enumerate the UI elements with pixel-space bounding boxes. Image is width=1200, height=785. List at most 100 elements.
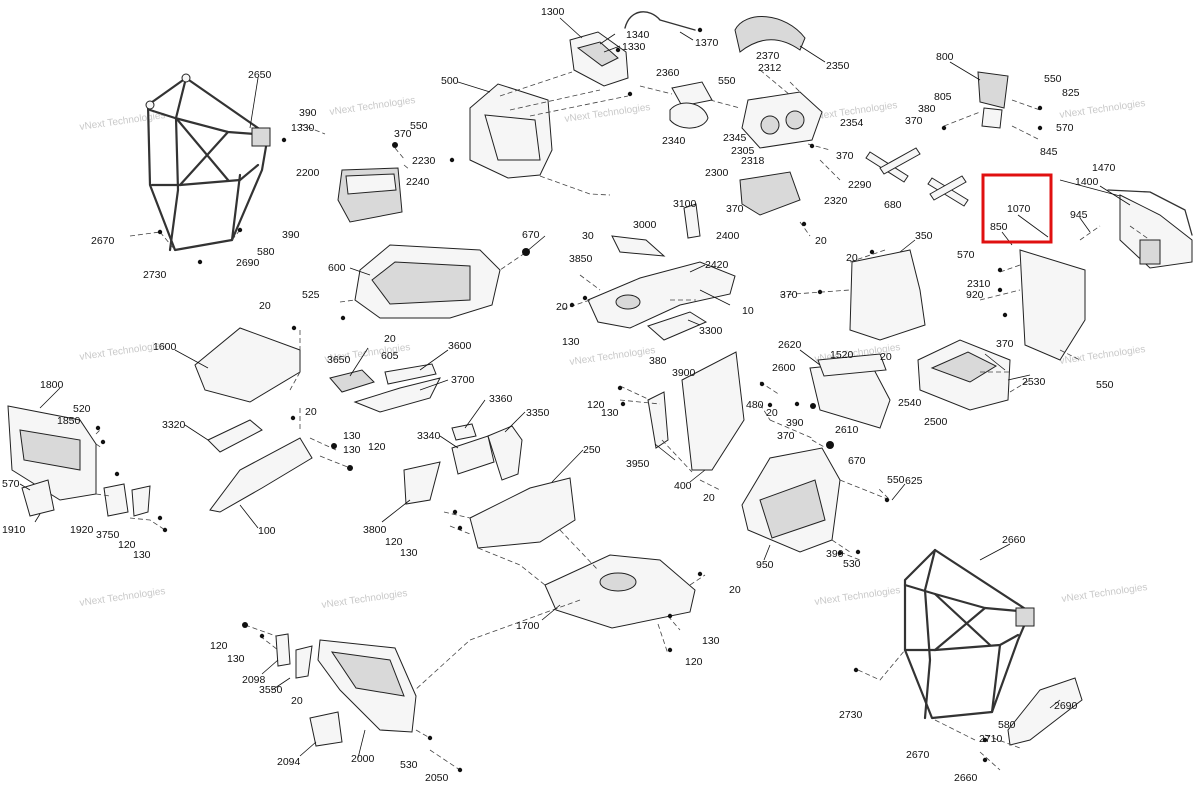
callout-3700[interactable]: 3700 [451,374,475,386]
callout-3000[interactable]: 3000 [633,219,657,231]
callout-2650[interactable]: 2650 [248,69,272,81]
callout-130[interactable]: 130 [400,547,418,559]
callout-3850[interactable]: 3850 [569,253,593,265]
callout-1600[interactable]: 1600 [153,341,177,353]
callout-2400[interactable]: 2400 [716,230,740,242]
callout-950[interactable]: 950 [756,559,774,571]
callout-570[interactable]: 570 [957,249,975,261]
callout-2000[interactable]: 2000 [351,753,375,765]
callout-3100[interactable]: 3100 [673,198,697,210]
callout-1330[interactable]: 1330 [622,41,646,53]
callout-3360[interactable]: 3360 [489,393,513,405]
callout-2600[interactable]: 2600 [772,362,796,374]
callout-3350[interactable]: 3350 [526,407,550,419]
callout-370[interactable]: 370 [780,289,798,301]
callout-20[interactable]: 20 [703,492,715,504]
callout-1920[interactable]: 1920 [70,524,94,536]
callout-1520[interactable]: 1520 [830,349,854,361]
callout-20[interactable]: 20 [305,406,317,418]
callout-550[interactable]: 550 [718,75,736,87]
callout-370[interactable]: 370 [777,430,795,442]
callout-120[interactable]: 120 [210,640,228,652]
callout-1400[interactable]: 1400 [1075,176,1099,188]
callout-2290[interactable]: 2290 [848,179,872,191]
callout-2610[interactable]: 2610 [835,424,859,436]
callout-130[interactable]: 130 [702,635,720,647]
callout-920[interactable]: 920 [966,289,984,301]
callout-120[interactable]: 120 [385,536,403,548]
callout-2660[interactable]: 2660 [1002,534,1026,546]
callout-2050[interactable]: 2050 [425,772,449,784]
callout-130[interactable]: 130 [133,549,151,561]
callout-550[interactable]: 550 [1096,379,1114,391]
callout-10[interactable]: 10 [742,305,754,317]
callout-370[interactable]: 370 [996,338,1014,350]
callout-570[interactable]: 570 [2,478,20,490]
callout-400[interactable]: 400 [674,480,692,492]
callout-2370[interactable]: 2370 [756,50,780,62]
callout-1800[interactable]: 1800 [40,379,64,391]
callout-2230[interactable]: 2230 [412,155,436,167]
callout-390[interactable]: 390 [282,229,300,241]
callout-3340[interactable]: 3340 [417,430,441,442]
callout-1700[interactable]: 1700 [516,620,540,632]
callout-550[interactable]: 550 [410,120,428,132]
callout-2340[interactable]: 2340 [662,135,686,147]
callout-350[interactable]: 350 [915,230,933,242]
callout-120[interactable]: 120 [587,399,605,411]
callout-390[interactable]: 390 [299,107,317,119]
callout-20[interactable]: 20 [815,235,827,247]
callout-2540[interactable]: 2540 [898,397,922,409]
callout-2620[interactable]: 2620 [778,339,802,351]
callout-625[interactable]: 625 [905,475,923,487]
callout-380[interactable]: 380 [918,103,936,115]
callout-390[interactable]: 390 [786,417,804,429]
callout-1070[interactable]: 1070 [1007,203,1031,215]
callout-550[interactable]: 550 [887,474,905,486]
callout-2345[interactable]: 2345 [723,132,747,144]
callout-2200[interactable]: 2200 [296,167,320,179]
callout-2354[interactable]: 2354 [840,117,864,129]
callout-100[interactable]: 100 [258,525,276,537]
callout-2710[interactable]: 2710 [979,733,1003,745]
callout-1340[interactable]: 1340 [626,29,650,41]
callout-2305[interactable]: 2305 [731,145,755,157]
callout-130[interactable]: 130 [601,407,619,419]
callout-2320[interactable]: 2320 [824,195,848,207]
callout-2670[interactable]: 2670 [906,749,930,761]
callout-2318[interactable]: 2318 [741,155,765,167]
callout-2660[interactable]: 2660 [954,772,978,784]
callout-2730[interactable]: 2730 [839,709,863,721]
callout-580[interactable]: 580 [998,719,1016,731]
callout-570[interactable]: 570 [1056,122,1074,134]
callout-2730[interactable]: 2730 [143,269,167,281]
callout-845[interactable]: 845 [1040,146,1058,158]
callout-380[interactable]: 380 [649,355,667,367]
callout-20[interactable]: 20 [846,252,858,264]
callout-3750[interactable]: 3750 [96,529,120,541]
callout-130[interactable]: 130 [562,336,580,348]
callout-130[interactable]: 130 [343,430,361,442]
callout-530[interactable]: 530 [400,759,418,771]
callout-3650[interactable]: 3650 [327,354,351,366]
callout-1470[interactable]: 1470 [1092,162,1116,174]
callout-520[interactable]: 520 [73,403,91,415]
callout-1850[interactable]: 1850 [57,415,81,427]
callout-1910[interactable]: 1910 [2,524,26,536]
callout-370[interactable]: 370 [836,150,854,162]
callout-680[interactable]: 680 [884,199,902,211]
callout-1300[interactable]: 1300 [541,6,565,18]
callout-550[interactable]: 550 [1044,73,1062,85]
callout-600[interactable]: 600 [328,262,346,274]
callout-2094[interactable]: 2094 [277,756,301,768]
callout-945[interactable]: 945 [1070,209,1088,221]
callout-670[interactable]: 670 [522,229,540,241]
callout-800[interactable]: 800 [936,51,954,63]
callout-130[interactable]: 130 [227,653,245,665]
callout-3800[interactable]: 3800 [363,524,387,536]
callout-30[interactable]: 30 [582,230,594,242]
callout-20[interactable]: 20 [291,695,303,707]
callout-850[interactable]: 850 [990,221,1008,233]
callout-120[interactable]: 120 [118,539,136,551]
callout-2360[interactable]: 2360 [656,67,680,79]
